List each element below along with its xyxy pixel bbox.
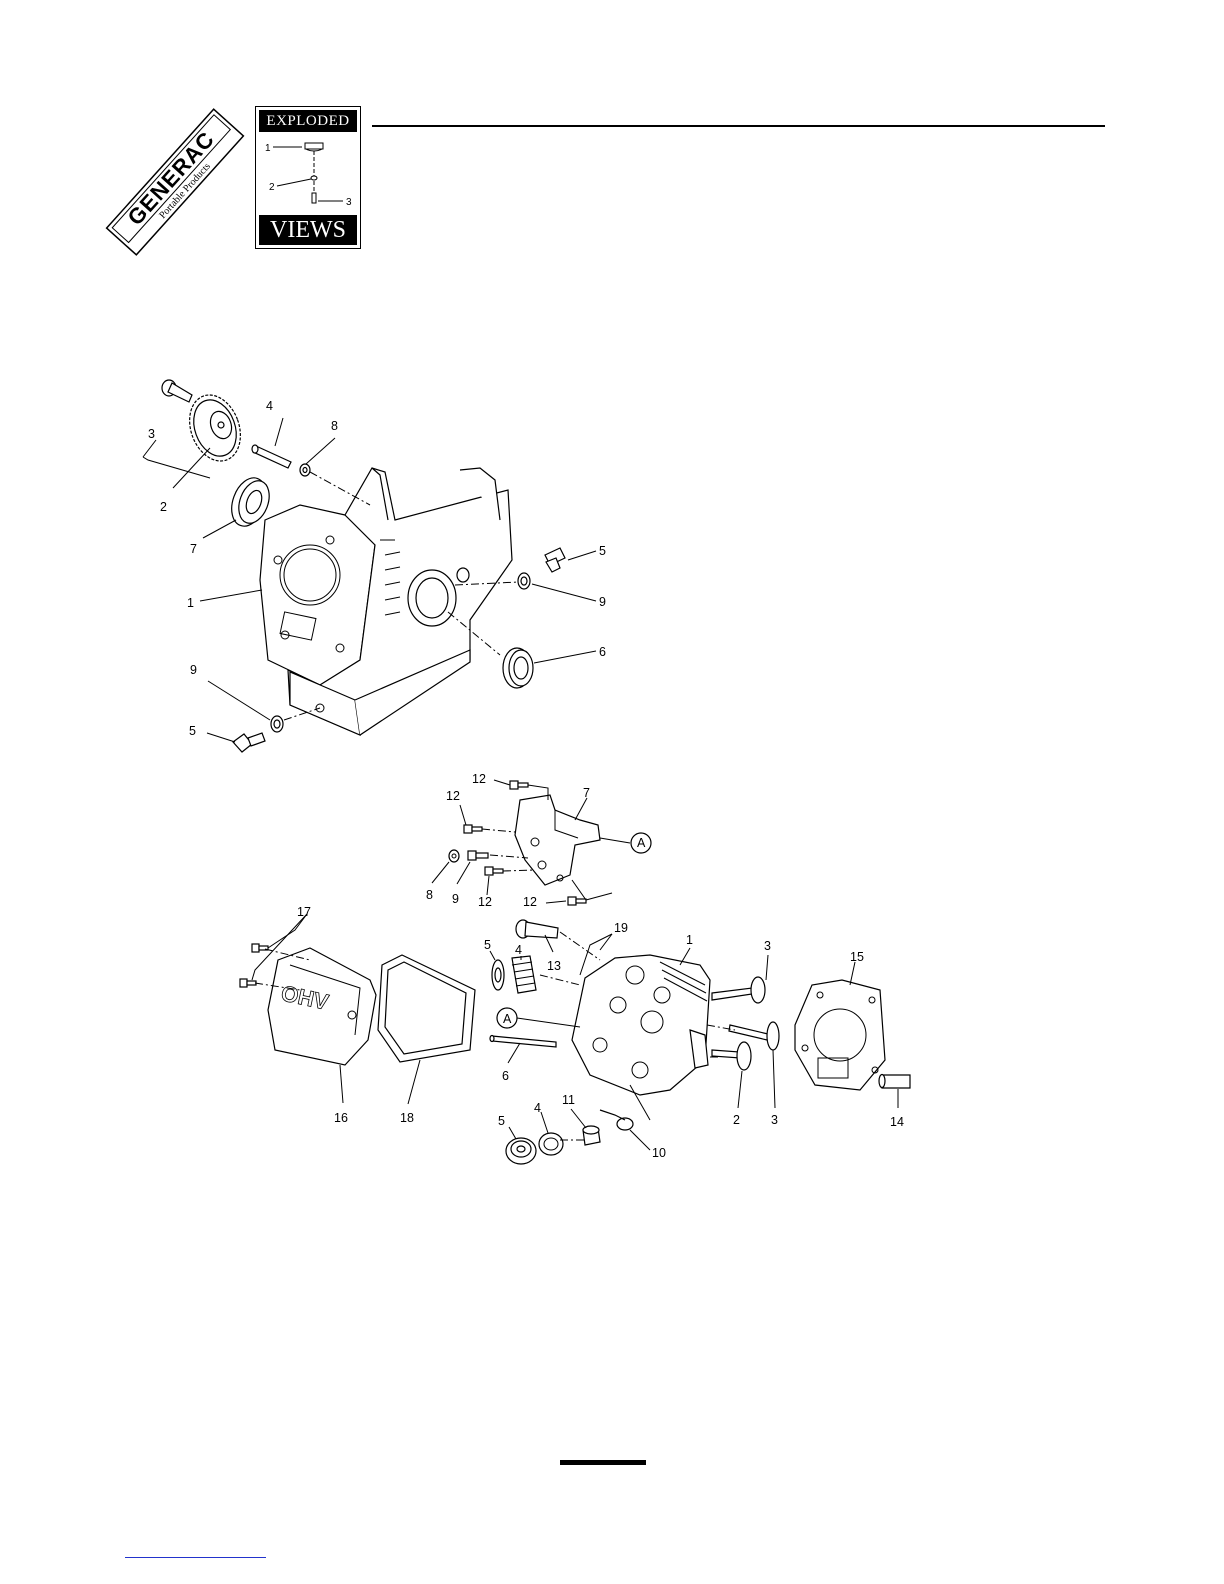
part-washer-9-upper — [518, 573, 530, 589]
callout-4: 4 — [266, 399, 273, 413]
part-bolt-17-lower — [240, 979, 256, 987]
part-spring-4-upper — [512, 956, 536, 993]
callout-4: 4 — [534, 1101, 541, 1115]
callout-18: 18 — [400, 1111, 414, 1125]
callout-5: 5 — [484, 938, 491, 952]
part-push-rod-6 — [490, 1036, 556, 1048]
footer-link-underline — [125, 1557, 266, 1558]
callout-8: 8 — [331, 419, 338, 433]
callout-15: 15 — [850, 950, 864, 964]
callout-1: 1 — [187, 596, 194, 610]
callout-1: 1 — [686, 933, 693, 947]
callout-2: 2 — [160, 500, 167, 514]
part-valve-3-upper — [712, 977, 765, 1003]
part-bolt-5-upper — [545, 548, 565, 572]
part-crankcase-1 — [260, 468, 512, 735]
part-bolt-12-top — [510, 781, 528, 789]
part-bracket-7 — [515, 795, 600, 885]
part-washer-9-lower — [271, 716, 283, 732]
callout-6: 6 — [502, 1069, 509, 1083]
callout-11: 11 — [562, 1093, 575, 1107]
callout-9: 9 — [190, 663, 197, 677]
callout-7: 7 — [583, 786, 590, 800]
callout-12: 12 — [478, 895, 492, 909]
cylinder-head-group: OHV — [240, 905, 910, 1164]
reference-a: A — [503, 1012, 512, 1026]
part-nut-8 — [449, 850, 459, 862]
callout-6: 6 — [599, 645, 606, 659]
callout-2: 2 — [733, 1113, 740, 1127]
callout-12: 12 — [523, 895, 537, 909]
part-spring-4-lower — [539, 1133, 563, 1155]
part-bolt-12-mid — [485, 867, 503, 875]
callout-3: 3 — [764, 939, 771, 953]
part-gasket-18 — [378, 955, 475, 1062]
callout-17: 17 — [297, 905, 311, 919]
part-bolt-9 — [468, 851, 488, 860]
part-seal-11 — [583, 1126, 600, 1145]
callout-12: 12 — [472, 772, 486, 786]
callout-5: 5 — [189, 724, 196, 738]
part-bolt-12-left — [464, 825, 482, 833]
callout-3: 3 — [771, 1113, 778, 1127]
part-cylinder-head-1 — [572, 955, 710, 1095]
crankcase-group: 3 4 8 2 7 1 5 9 6 9 5 — [143, 380, 606, 752]
callout-5: 5 — [599, 544, 606, 558]
part-dowel-14 — [879, 1075, 910, 1089]
part-retainer-5-upper — [492, 960, 504, 990]
part-bolt-3 — [162, 380, 192, 402]
callout-12: 12 — [446, 789, 460, 803]
part-bolt-5-lower — [233, 733, 265, 752]
part-washer-8 — [300, 464, 310, 476]
callout-13: 13 — [547, 959, 561, 973]
callout-10: 10 — [652, 1146, 666, 1160]
part-bolt-12-right — [568, 897, 586, 905]
part-head-gasket-15 — [795, 980, 885, 1090]
part-rocker-arm-10 — [600, 1110, 633, 1130]
callout-9: 9 — [599, 595, 606, 609]
page-number-rule — [560, 1460, 646, 1465]
part-valve-2 — [712, 1042, 751, 1070]
callout-19: 19 — [614, 921, 628, 935]
part-head-bolt-13 — [516, 920, 558, 938]
part-rocker-cover-16: OHV — [268, 948, 376, 1065]
callout-9: 9 — [452, 892, 459, 906]
part-valve-3-lower — [729, 1022, 779, 1050]
callout-16: 16 — [334, 1111, 348, 1125]
reference-a: A — [637, 836, 646, 850]
part-gear-2 — [181, 388, 249, 468]
part-bolt-17-upper — [252, 944, 268, 952]
part-pin-4 — [252, 445, 291, 468]
callout-7: 7 — [190, 542, 197, 556]
part-oil-seal-6 — [503, 648, 533, 688]
callout-14: 14 — [890, 1115, 904, 1129]
callout-8: 8 — [426, 888, 433, 902]
rocker-bracket-group: 12 12 7 A 8 9 12 12 — [426, 772, 651, 909]
callout-4: 4 — [515, 943, 522, 957]
part-retainer-5-lower — [506, 1138, 536, 1164]
callout-5: 5 — [498, 1114, 505, 1128]
callout-3: 3 — [148, 427, 155, 441]
